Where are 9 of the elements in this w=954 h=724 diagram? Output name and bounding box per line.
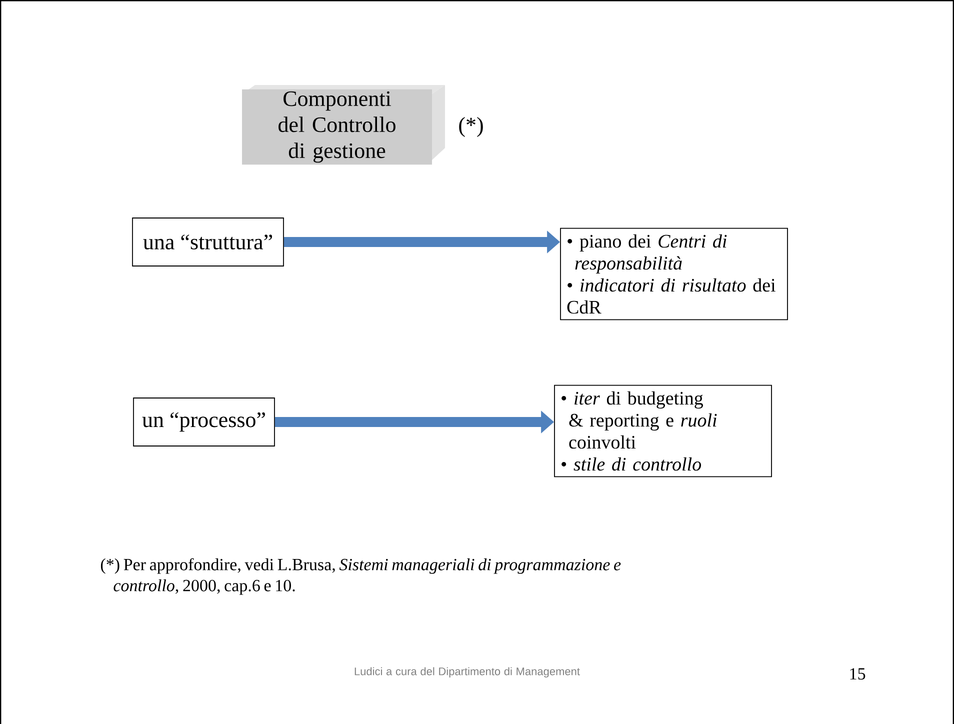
- footer-text: Ludici a cura del Dipartimento di Management: [354, 667, 580, 678]
- text-box: un “processo”: [133, 398, 275, 446]
- block-box: Componenti del Controllo di gestione: [242, 85, 445, 165]
- text-box: • piano dei Centri di responsabilità • indicatori di risultato dei CdR: [560, 228, 788, 320]
- page-number: 15: [850, 668, 866, 680]
- text-box: una “struttura”: [132, 218, 284, 266]
- text-box: • iter di budgeting & reporting e ruoli coinvolti • stile di controllo: [554, 384, 772, 478]
- footnote-mark: (*): [459, 117, 483, 137]
- footnote: (*) Per approfondire, vedi L.Brusa, Sistemi manageriali di programmazione e controllo, 2000, cap.6 e 10.: [100, 558, 621, 595]
